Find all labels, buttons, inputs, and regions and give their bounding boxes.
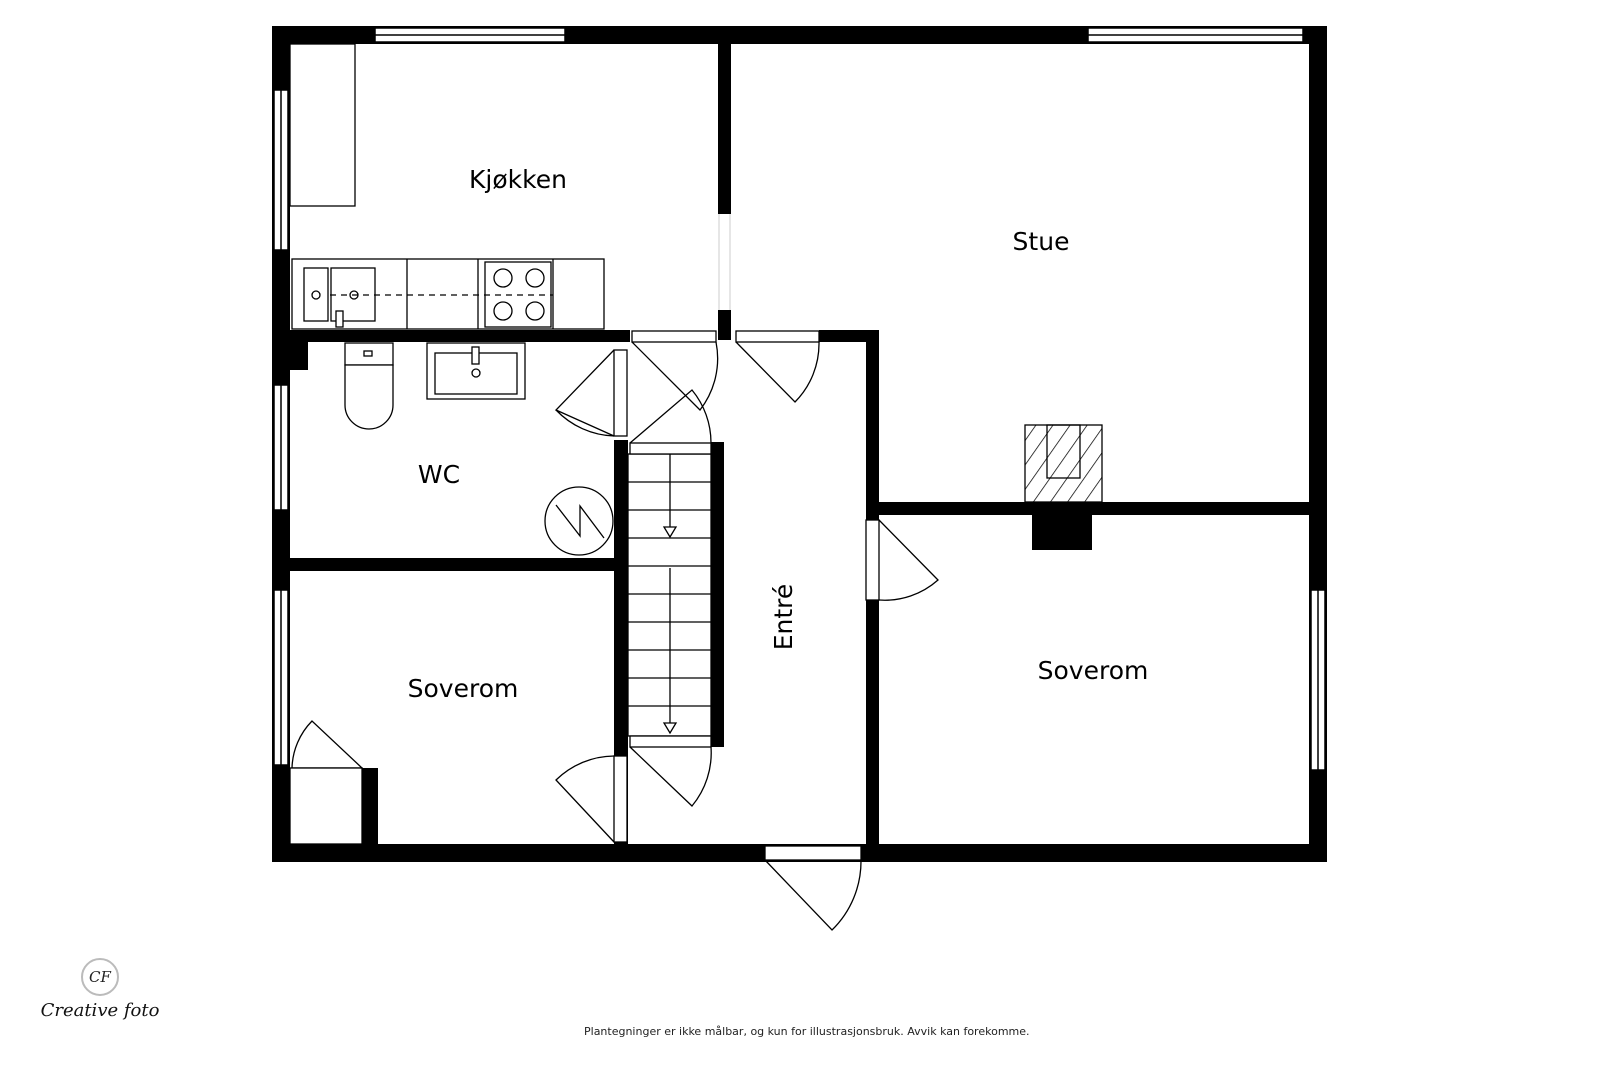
staircase [627, 453, 712, 737]
fireplace [1024, 424, 1103, 503]
company-logo: CF Creative foto [30, 958, 170, 1021]
room-label-stue: Stue [1013, 227, 1070, 256]
room-label-entre: Entré [769, 584, 798, 651]
outer-walls [272, 26, 1327, 862]
windows [273, 27, 1326, 771]
kitchen-counter [289, 43, 605, 330]
room-label-kjokken: Kjøkken [469, 165, 567, 194]
wc-fixtures [344, 342, 614, 556]
doors [291, 330, 939, 931]
room-label-soverom-right: Soverom [1038, 656, 1149, 685]
room-label-wc: WC [418, 460, 460, 489]
logo-monogram: CF [81, 958, 119, 996]
logo-name: Creative foto [40, 1000, 160, 1021]
interior-walls [290, 44, 1309, 860]
room-label-soverom-left: Soverom [408, 674, 519, 703]
disclaimer-text: Plantegninger er ikke målbar, og kun for… [584, 1025, 1030, 1038]
